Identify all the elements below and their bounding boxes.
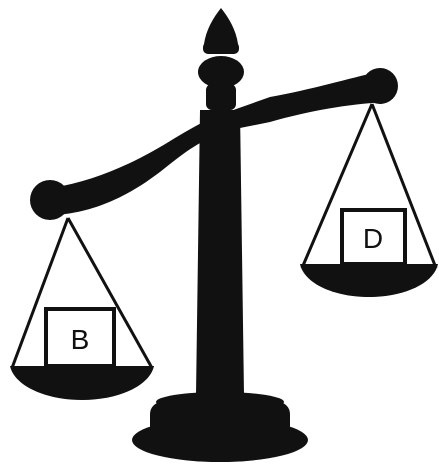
weight-box-b: B [46,309,114,366]
weight-box-d: D [342,210,405,264]
beam-left-knob [30,180,70,220]
weight-label-b: B [71,324,90,355]
scale-base [132,392,308,462]
scale-pillar [196,110,244,395]
left-pan [10,366,154,400]
beam-right-knob [362,68,398,104]
weight-label-d: D [363,223,383,254]
right-pan [300,264,438,297]
scale-finial [198,8,244,110]
